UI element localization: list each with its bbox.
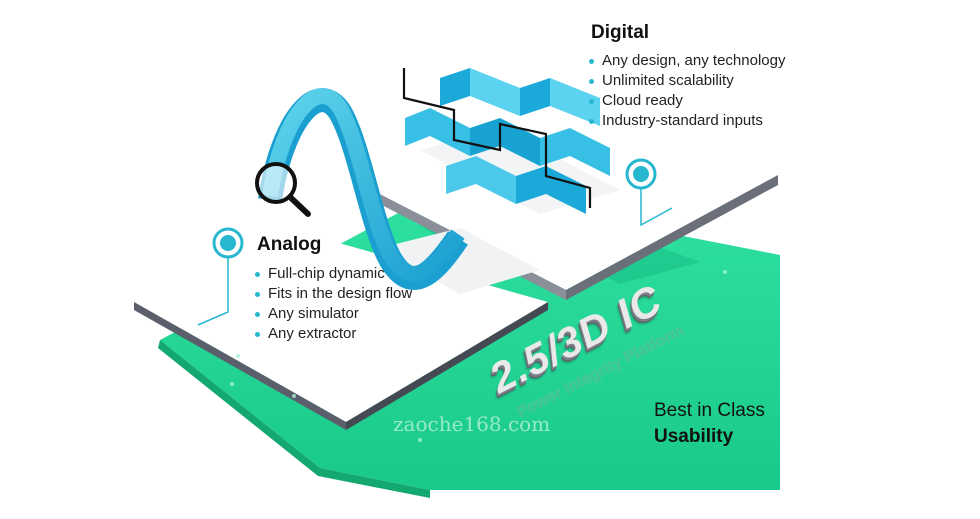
list-item: Any extractor <box>254 324 412 344</box>
digital-bullet-list: Any design, any technology Unlimited sca… <box>588 51 785 131</box>
list-item: Unlimited scalability <box>588 71 785 91</box>
pin-icon <box>625 158 673 227</box>
analog-bullet-list: Full-chip dynamic Fits in the design flo… <box>254 264 412 344</box>
tagline-line2: Usability <box>654 426 734 447</box>
analog-plane-edge-right <box>346 302 548 430</box>
tagline-line1: Best in Class <box>654 400 765 421</box>
tagline: Best in Class Usability <box>654 398 765 450</box>
pin-icon <box>197 227 244 326</box>
watermark: zaoche168.com <box>393 412 551 436</box>
floor-tile <box>380 228 540 294</box>
list-item: Any design, any technology <box>588 51 785 71</box>
list-item: Industry-standard inputs <box>588 111 785 131</box>
analog-title: Analog <box>257 234 322 255</box>
analog-plane-edge-left <box>134 302 346 430</box>
analog-ribbon <box>258 88 468 290</box>
digital-waveform <box>402 68 610 214</box>
list-item: Full-chip dynamic <box>254 264 412 284</box>
list-item: Fits in the design flow <box>254 284 412 304</box>
digital-title: Digital <box>591 22 650 43</box>
green-dots <box>230 270 727 442</box>
list-item: Cloud ready <box>588 91 785 111</box>
list-item: Any simulator <box>254 304 412 324</box>
digital-plane-edge <box>566 175 778 300</box>
magnifier-icon <box>255 162 311 217</box>
